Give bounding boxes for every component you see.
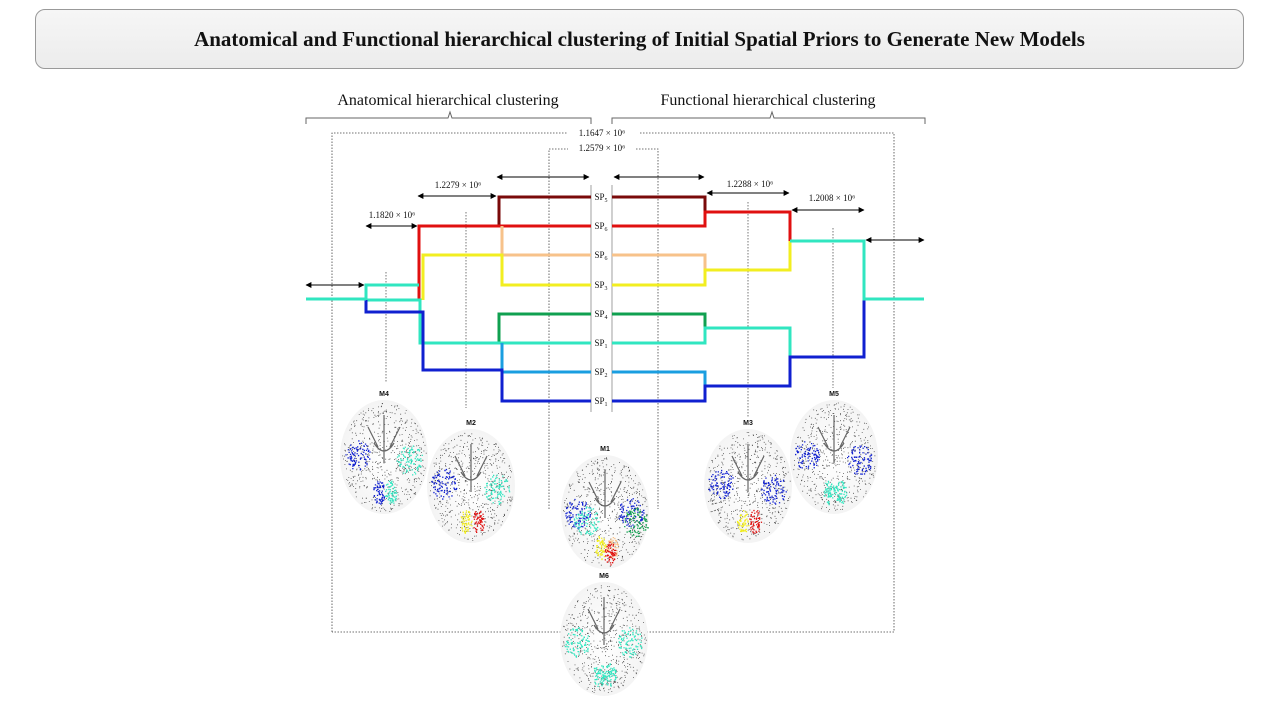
brain-region-blue [795,441,821,469]
func-branch-sp4 [612,312,707,328]
brain-midline [587,597,621,645]
model-label: M5 [829,391,839,398]
anatomical-header: Anatomical hierarchical clustering [337,92,558,109]
brain-model-m5: M5 [790,391,878,514]
func-root [790,239,924,301]
brain-midline [367,415,401,463]
brain-midline [731,444,765,492]
brain-region-yellow [736,510,750,533]
func-branch-sp6b [612,253,707,270]
sp-label-2: SP6 [594,250,607,262]
func-branch-sp1a [612,326,792,357]
functional-brace [611,110,926,124]
brain-region-cyan [593,665,606,687]
model-label: M2 [466,420,476,427]
sp-label-1: SP6 [594,221,607,233]
brain-region-blue [708,469,734,500]
dendrogram-branches [306,195,924,403]
brain-region-cyan [604,663,617,687]
anat-distance-2: 1.1820 × 10⁶ [369,210,415,220]
outer-frame [331,132,895,633]
brain-region-blue [431,468,458,500]
sp-label-3: SP3 [594,280,607,292]
brain-region-blue [373,481,386,505]
brain-region-blue [761,474,787,505]
func-branch-sp2 [612,370,707,386]
anat-branch-sp4 [497,312,591,343]
title-box: Anatomical and Functional hierarchical c… [35,9,1244,69]
brain-region-cyan [573,506,600,536]
brain-model-m2: M2 [427,420,515,543]
model-label: M6 [599,573,609,580]
brain-region-cyan [834,481,848,504]
func-branch-sp5 [612,195,707,226]
anat-branch-sp2 [500,343,591,374]
brain-region-blue [345,440,371,471]
func-branch-sp6a [612,210,792,241]
anat-branch-sp5 [497,195,591,226]
brain-model-m4: M4 [340,391,428,514]
brain-region-red [473,510,485,533]
model-label: M1 [600,446,610,453]
anat-branch-sp1a [364,283,591,345]
anat-branch-sp1b [364,300,591,403]
model-label: M4 [379,391,389,398]
model-label: M3 [743,420,753,427]
sp-label-7: SP1 [594,396,607,408]
anat-distance-1: 1.2279 × 10⁶ [435,180,481,190]
brain-region-cyan [564,627,590,658]
brain-region-cyan [396,445,423,476]
anat-branch-sp3 [421,253,591,300]
brain-region-yellow [460,510,473,534]
inner-distance-label: 1.2579 × 10⁶ [579,143,625,153]
func-distance-1: 1.2288 × 10⁶ [727,179,773,189]
brain-model-m6: M6 [560,573,648,696]
brain-points [793,402,876,512]
sp-label-5: SP1 [594,338,607,350]
anatomical-brace [305,110,592,124]
brain-region-cyan [823,480,836,506]
func-branch-sp3 [612,241,792,287]
brain-region-red [749,509,763,534]
brain-points [342,403,427,512]
sp-label-4: SP4 [594,309,607,321]
anat-branch-sp6b [500,226,591,257]
brain-region-red [604,541,617,566]
outer-distance-label: 1.1647 × 10⁶ [579,128,625,138]
brain-midline [454,444,488,492]
anat-branch-sp6a [417,224,591,300]
brain-model-m3: M3 [704,420,792,543]
brain-model-m1: M1 [561,446,649,569]
sp-label-0: SP5 [594,192,607,204]
page-title: Anatomical and Functional hierarchical c… [194,26,1085,51]
brain-midline [588,470,622,518]
functional-header: Functional hierarchical clustering [660,92,875,109]
func-distance-2: 1.2008 × 10⁶ [809,193,855,203]
brain-midline [817,415,851,463]
inner-frame [548,148,659,509]
brain-region-yellow [595,535,607,561]
sp-label-6: SP2 [594,367,607,379]
brain-region-cyan [484,474,511,505]
func-branch-sp1b [612,299,866,403]
